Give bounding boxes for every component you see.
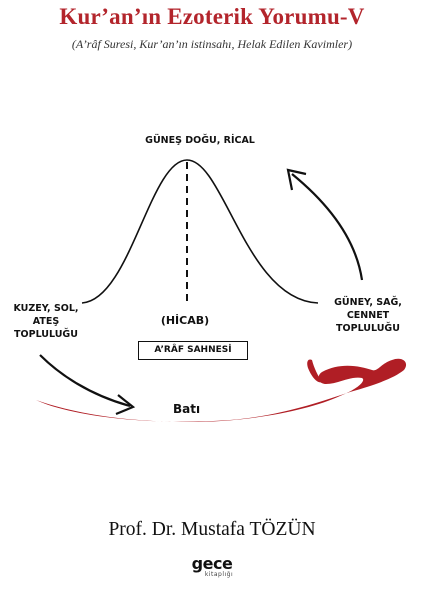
right-arrow-head [286, 168, 307, 191]
left-arrow-head [115, 394, 136, 416]
diagram-center-label: (HİCAB) [160, 314, 210, 327]
bell-curve [81, 159, 319, 304]
author-name: Prof. Dr. Mustafa TÖZÜN [108, 519, 316, 540]
publisher-logo: gece kitaplığı [172, 554, 252, 579]
brush-stroke-tail [307, 359, 322, 383]
diagram-box-label: A’RÂF SAHNESİ [138, 341, 248, 360]
left-curved-arrow [39, 354, 131, 408]
diagram-right-label: GÜNEY, SAĞ, CENNET TOPLULUĞU [334, 297, 402, 334]
brush-stroke [36, 358, 407, 422]
diagram-bottom-label: Batı [173, 402, 201, 416]
diagram-left-label: KUZEY, SOL, ATEŞ TOPLULUĞU [13, 303, 79, 340]
book-subtitle: (A’râf Suresi, Kur’an’ın istinsahı, Hela… [71, 37, 353, 51]
publisher-name: gece [191, 554, 233, 573]
diagram-top-label: GÜNEŞ DOĞU, RİCAL [145, 135, 255, 146]
publisher-sub: kitaplığı [204, 571, 234, 578]
book-title: Kur’an’ın Ezoterik Yorumu-V [59, 4, 365, 29]
right-curved-arrow [291, 173, 364, 281]
